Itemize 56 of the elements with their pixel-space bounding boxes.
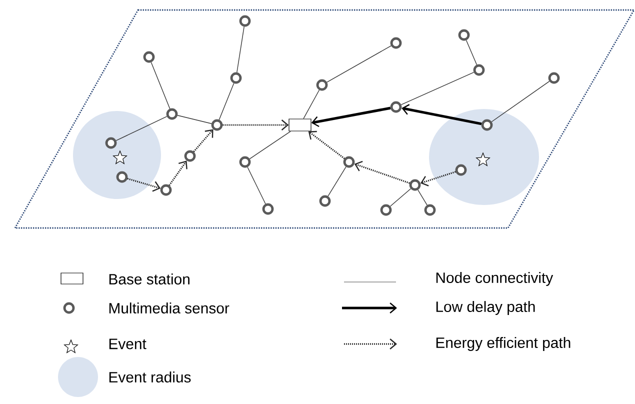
legend-text: Event radius bbox=[109, 372, 191, 382]
sensor-node bbox=[230, 72, 242, 84]
sensor-node bbox=[211, 119, 223, 131]
path-arrow bbox=[420, 171, 456, 186]
sensor-node bbox=[455, 164, 467, 176]
legend-text: Node connectivity bbox=[436, 272, 554, 286]
base-station-box bbox=[288, 118, 312, 132]
sensor-node bbox=[166, 108, 178, 120]
connection-line bbox=[218, 82, 234, 120]
path-arrow bbox=[311, 106, 391, 128]
connection-line bbox=[236, 26, 244, 73]
legend-text: Low delay path bbox=[436, 301, 535, 315]
connection-line bbox=[326, 45, 392, 83]
sensor-node bbox=[262, 203, 274, 215]
connection-line bbox=[116, 116, 168, 141]
connection-line bbox=[466, 40, 478, 66]
sensor-node bbox=[343, 156, 355, 168]
sensor-node bbox=[481, 119, 493, 131]
sensor-node bbox=[319, 195, 331, 207]
connection-line bbox=[303, 90, 320, 120]
sensor-node bbox=[458, 29, 470, 41]
connection-line bbox=[247, 166, 266, 204]
connection-line bbox=[328, 166, 346, 196]
path-arrow bbox=[402, 104, 482, 126]
connection-line bbox=[418, 190, 428, 206]
connection-line bbox=[177, 115, 212, 124]
sensor-node bbox=[380, 204, 392, 216]
sensor-node bbox=[116, 171, 128, 183]
sensor-node bbox=[143, 51, 155, 63]
sensor-node bbox=[239, 15, 251, 27]
connection-line bbox=[491, 80, 550, 122]
sensor-node bbox=[316, 79, 328, 91]
sensor-node bbox=[390, 37, 402, 49]
sensor-node bbox=[473, 64, 485, 76]
path-arrow bbox=[308, 130, 345, 160]
sensor-node bbox=[160, 184, 172, 196]
connection-line bbox=[390, 188, 412, 207]
sensor-node bbox=[105, 137, 117, 149]
sensor-node bbox=[424, 204, 436, 216]
connection-line bbox=[400, 72, 474, 106]
connection-line bbox=[150, 62, 170, 110]
sensor-node bbox=[548, 72, 560, 84]
sensor-node bbox=[409, 179, 421, 191]
legend-text: Base station bbox=[109, 274, 190, 284]
path-arrow bbox=[127, 178, 161, 192]
sensor-node bbox=[184, 150, 196, 162]
sensor-node bbox=[239, 156, 251, 168]
path-arrow bbox=[222, 120, 289, 130]
path-arrow bbox=[168, 160, 188, 186]
path-arrow bbox=[193, 129, 214, 152]
legend-text: Energy efficient path bbox=[436, 337, 570, 351]
legend-text: Multimedia sensor bbox=[109, 302, 230, 314]
sensor-node bbox=[390, 101, 402, 113]
connection-line bbox=[249, 130, 291, 160]
legend-text: Event bbox=[109, 338, 146, 350]
path-arrow bbox=[354, 160, 410, 184]
